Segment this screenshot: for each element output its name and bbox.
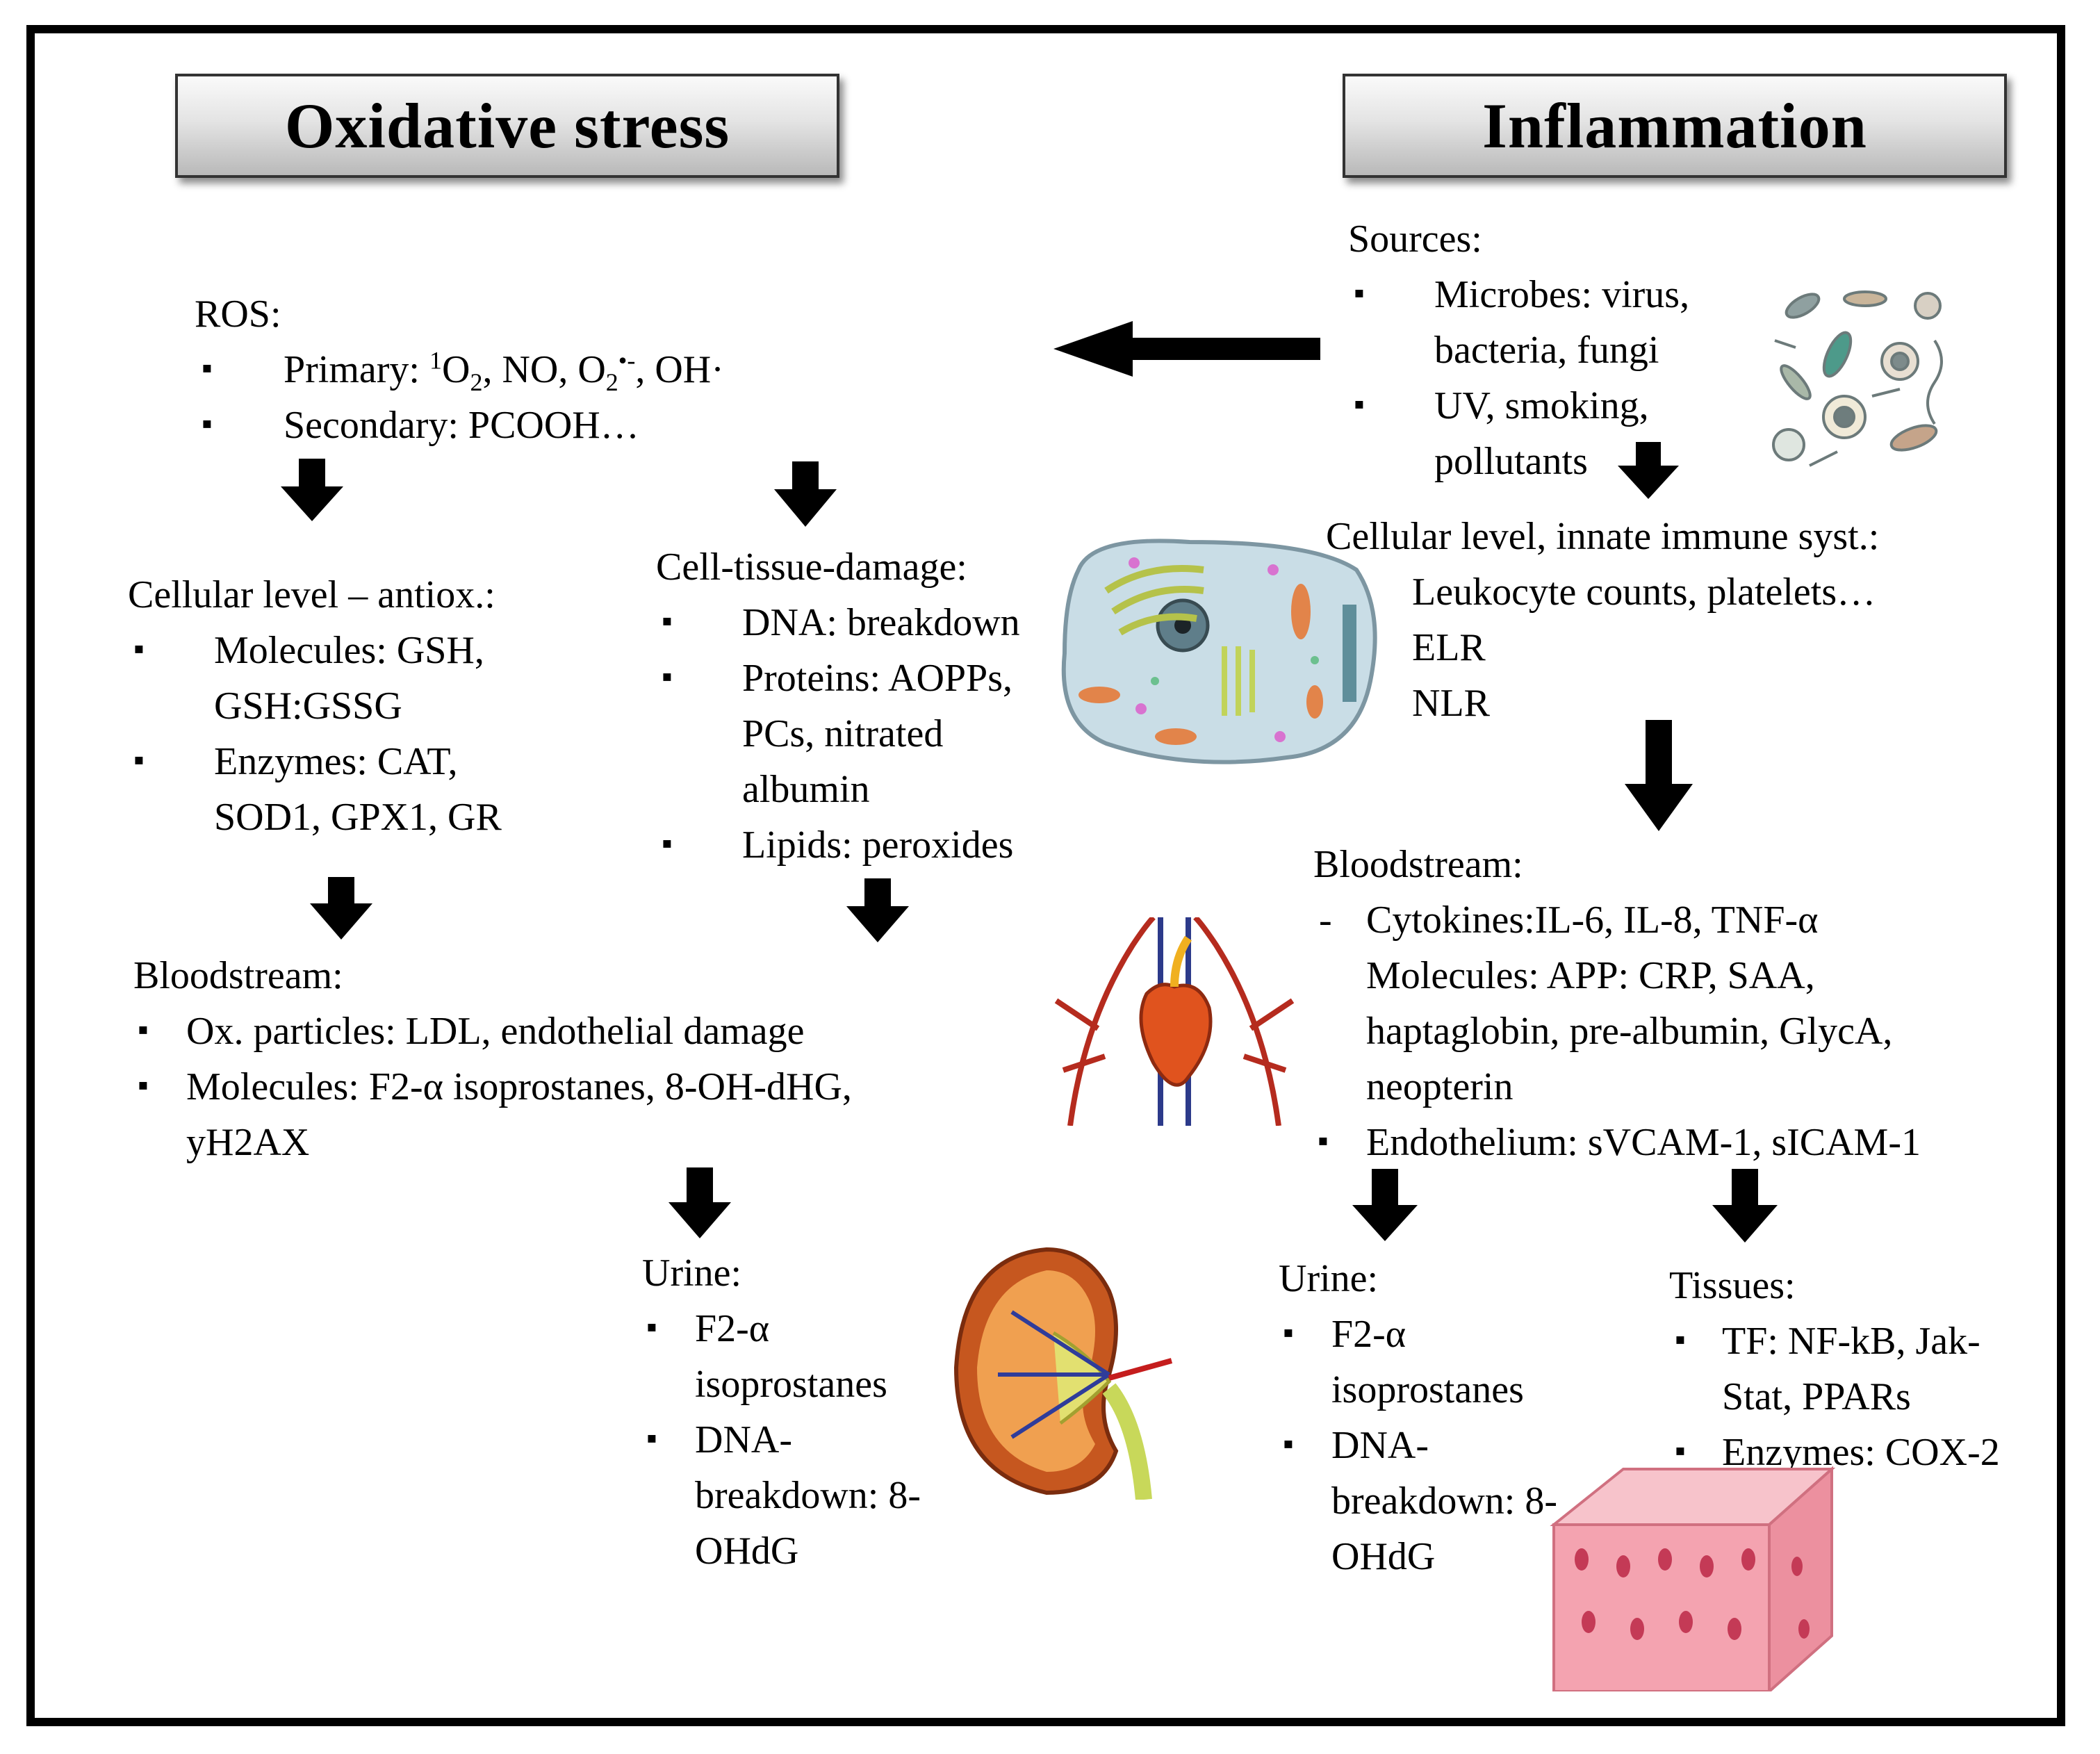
down-arrow-oxblood-urine <box>668 1167 731 1238</box>
down-arrow-antiox-blood <box>310 877 372 940</box>
inf-bloodstream-title: Bloodstream: <box>1313 843 1523 886</box>
left-arrow <box>1053 321 1320 377</box>
bullet: ▪ <box>1318 1124 1329 1158</box>
sources-item: ▪UV, smoking, <box>1348 378 1689 434</box>
ox-urine-item: OHdG <box>695 1530 799 1573</box>
cell-illustration <box>1061 539 1377 764</box>
damage-item: ▪Proteins: AOPPs, <box>656 650 1020 706</box>
inf-blood-item: ▪Endothelium: sVCAM-1, sICAM-1 <box>1313 1115 1921 1170</box>
inf-blood-item: Molecules: APP: CRP, SAA, <box>1366 954 1815 997</box>
inf-urine-item: OHdG <box>1331 1535 1436 1578</box>
ros-secondary: ▪ Secondary: PCOOH… <box>195 397 724 453</box>
cellular-antiox-block: Cellular level – antiox.: ▪Molecules: GS… <box>128 567 502 845</box>
sources-item: bacteria, fungi <box>1434 329 1659 372</box>
ox-urine-item: isoprostanes <box>695 1363 887 1406</box>
bullet: ▪ <box>202 351 213 385</box>
tissues-title: Tissues: <box>1669 1264 1796 1307</box>
innate-item: Leukocyte counts, platelets… <box>1412 571 1876 614</box>
tissues-item: ▪Enzymes: COX-2 <box>1669 1425 2000 1480</box>
ox-blood-item: yH2AX <box>186 1121 310 1164</box>
cell-damage-title: Cell-tissue-damage: <box>656 546 967 589</box>
cell-tissue-damage-block: Cell-tissue-damage: ▪DNA: breakdown ▪Pro… <box>656 539 1020 873</box>
damage-item: ▪Lipids: peroxides <box>656 817 1020 873</box>
antiox-item: ▪Molecules: GSH, <box>128 623 502 678</box>
antiox-item: GSH:GSSG <box>214 685 402 728</box>
ox-blood-item: ▪Molecules: F2-α isoprostanes, 8-OH-dHG, <box>133 1059 852 1115</box>
bullet: ▪ <box>133 743 145 777</box>
innate-item: ELR <box>1412 626 1486 669</box>
inf-urine-item: ▪F2-α <box>1279 1306 1557 1362</box>
sources-title: Sources: <box>1348 218 1482 261</box>
antiox-item: SOD1, GPX1, GR <box>214 796 502 839</box>
ox-blood-item: ▪Ox. particles: LDL, endothelial damage <box>133 1003 852 1059</box>
ros-title: ROS: <box>195 293 281 336</box>
bullet: ▪ <box>202 407 213 441</box>
inf-urine-title: Urine: <box>1279 1257 1379 1300</box>
ox-bloodstream-block: Bloodstream: ▪Ox. particles: LDL, endoth… <box>133 948 852 1170</box>
inf-blood-item: haptaglobin, pre-albumin, GlycA, <box>1366 1010 1893 1053</box>
ox-urine-title: Urine: <box>642 1252 742 1295</box>
ox-bloodstream-title: Bloodstream: <box>133 954 343 997</box>
bullet: ▪ <box>1283 1316 1294 1350</box>
tissues-item: ▪TF: NF-kB, Jak- <box>1669 1313 2000 1369</box>
damage-item: ▪DNA: breakdown <box>656 595 1020 650</box>
ox-urine-block: Urine: ▪F2-α isoprostanes ▪DNA- breakdow… <box>642 1245 921 1579</box>
tissues-item: Stat, PPARs <box>1722 1375 1911 1418</box>
kidney-illustration <box>953 1247 1173 1500</box>
microbes-illustration <box>1772 290 1943 467</box>
bullet: ▪ <box>1675 1322 1686 1357</box>
inflammation-header: Inflammation <box>1343 74 2007 178</box>
down-arrow-damage-blood <box>846 878 909 942</box>
diagram-frame <box>26 25 2065 1726</box>
bullet: ▪ <box>1283 1427 1294 1461</box>
bullet: ▪ <box>662 659 673 694</box>
ros-block: ROS: ▪ Primary: 1O2, NO, O2•-, OH· ▪ Sec… <box>195 286 724 453</box>
ox-urine-item: breakdown: 8- <box>695 1474 921 1517</box>
sources-block: Sources: ▪Microbes: virus, bacteria, fun… <box>1348 211 1689 489</box>
down-arrow-infblood-urine <box>1352 1169 1418 1241</box>
bullet: ▪ <box>133 632 145 666</box>
down-arrow-sources-innate <box>1618 442 1679 499</box>
heart-vessels-illustration <box>1054 917 1295 1126</box>
bullet: ▪ <box>646 1421 657 1455</box>
antiox-item: ▪Enzymes: CAT, <box>128 734 502 789</box>
bullet: ▪ <box>662 604 673 638</box>
tissues-block: Tissues: ▪TF: NF-kB, Jak- Stat, PPARs ▪E… <box>1669 1258 2000 1480</box>
ox-urine-item: ▪F2-α <box>642 1301 921 1357</box>
inf-urine-item: breakdown: 8- <box>1331 1480 1558 1523</box>
sources-item: pollutants <box>1434 440 1588 483</box>
tissue-epithelium-illustration <box>1550 1466 1836 1691</box>
down-arrow-ros-antiox <box>281 459 343 521</box>
dash-bullet: - <box>1319 899 1332 942</box>
bullet: ▪ <box>1675 1434 1686 1468</box>
inf-blood-item: neopterin <box>1366 1065 1514 1108</box>
down-arrow-ros-damage <box>774 461 837 527</box>
inf-urine-block: Urine: ▪F2-α isoprostanes ▪DNA- breakdow… <box>1279 1251 1557 1584</box>
down-arrow-innate-blood <box>1625 720 1693 831</box>
bullet: ▪ <box>1354 276 1365 310</box>
down-arrow-infblood-tissues <box>1712 1169 1778 1243</box>
inf-urine-item: ▪DNA- <box>1279 1418 1557 1473</box>
bullet: ▪ <box>138 1068 149 1102</box>
bullet: ▪ <box>646 1310 657 1344</box>
damage-item: PCs, nitrated <box>742 712 944 755</box>
bullet: ▪ <box>1354 387 1365 421</box>
ox-urine-item: ▪DNA- <box>642 1412 921 1468</box>
bullet: ▪ <box>662 826 673 860</box>
inf-blood-item: -Cytokines:IL-6, IL-8, TNF-α <box>1313 892 1921 948</box>
cellular-antiox-title: Cellular level – antiox.: <box>128 573 495 616</box>
sources-item: ▪Microbes: virus, <box>1348 267 1689 322</box>
innate-title: Cellular level, innate immune syst.: <box>1326 515 1880 558</box>
innate-immune-block: Cellular level, innate immune syst.: Leu… <box>1326 509 1879 731</box>
inf-bloodstream-block: Bloodstream: -Cytokines:IL-6, IL-8, TNF-… <box>1313 837 1921 1170</box>
damage-item: albumin <box>742 768 870 811</box>
bullet: ▪ <box>138 1013 149 1047</box>
ros-primary: ▪ Primary: 1O2, NO, O2•-, OH· <box>195 342 724 397</box>
inf-urine-item: isoprostanes <box>1331 1368 1524 1411</box>
oxidative-stress-header: Oxidative stress <box>175 74 839 178</box>
